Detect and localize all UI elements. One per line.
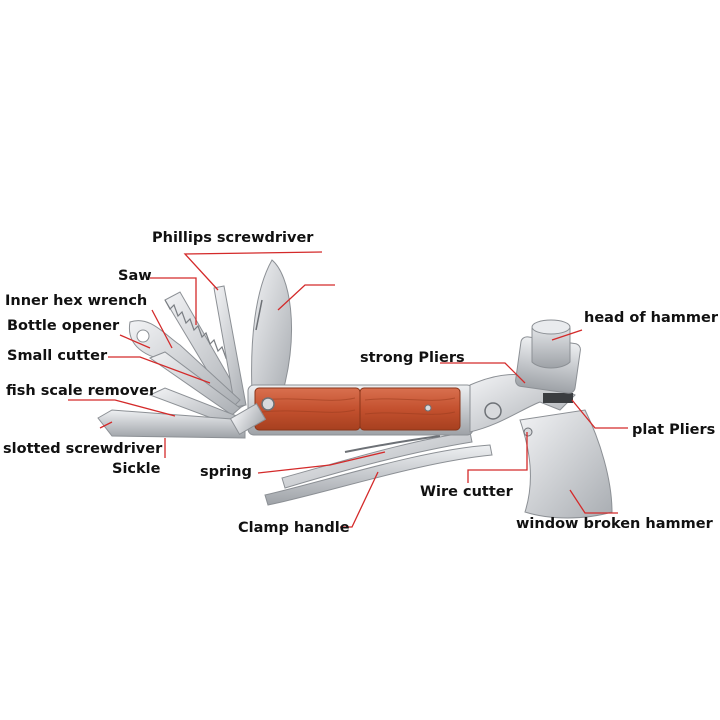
label-wire-cutter: Wire cutter [420,484,513,500]
leader-slotted [99,421,113,429]
label-bottle-opener: Bottle opener [7,318,120,334]
label-window-broken-hammer: window broken hammer [516,516,713,532]
leader-strong-pliers [440,362,526,384]
clamp-handle-lower [264,444,493,506]
leader-knife [277,284,335,311]
pliers-pivot [484,402,502,420]
pivot-rivet-left [261,397,275,411]
fanned-tools [97,259,292,439]
label-head-of-hammer: head of hammer [584,310,718,326]
wood-panel-right [359,387,461,431]
phillips-screwdriver-shaft [213,285,247,408]
label-saw: Saw [118,268,152,284]
label-clamp-handle: Clamp handle [238,520,350,536]
leader-bottle-opener [119,334,151,349]
tool-handle [229,384,474,436]
small-cutter-tool [148,351,241,416]
spring [344,435,441,453]
leader-plat-pliers [571,399,628,429]
rivet-right [424,404,432,412]
clamp-handle-upper [281,431,473,489]
leader-window-hammer [569,489,618,514]
leader-fish-scale [68,399,176,417]
hammer-axe-head [469,319,613,519]
label-spring: spring [200,464,252,480]
leader-head-hammer [551,329,583,341]
leader-small-cutter [108,356,211,384]
label-slotted-screwdriver: slotted screwdriver [3,441,163,457]
leader-phillips [183,251,323,291]
label-small-cutter: Small cutter [7,348,108,364]
leader-wire-cutter [467,432,528,483]
label-strong-pliers: strong Pliers [360,350,465,366]
leader-spring [257,451,386,474]
leader-hex-wrench [151,309,173,349]
label-fish-scale-remover: fish scale remover [6,383,157,399]
label-plat-pliers: plat Pliers [632,422,716,438]
bottle-opener-tool [129,320,241,409]
axe-blade [519,409,613,519]
clamp-handles [264,431,493,506]
label-inner-hex-wrench: Inner hex wrench [5,293,148,309]
saw-teeth [164,299,235,366]
knife-blade [251,259,292,396]
label-phillips-screwdriver: Phillips screwdriver [152,230,314,246]
leader-lines [68,251,628,528]
label-sickle: Sickle [112,461,161,477]
leader-clamp-handle [340,471,379,528]
leader-saw [150,277,197,325]
